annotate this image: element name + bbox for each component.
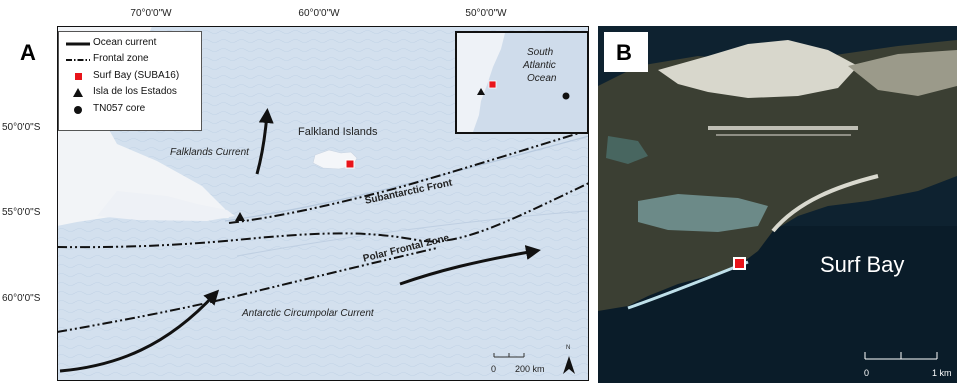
inset-ocean-label-3: Ocean: [527, 73, 557, 84]
inset-triangle-marker: [477, 88, 485, 95]
inset-core-marker: [562, 92, 570, 100]
inset-south-america: [457, 33, 505, 132]
panel-b-satellite: B Surf Bay 0 1 km: [598, 26, 957, 383]
lon-tick-70w: 70°0'0"W: [130, 8, 172, 19]
scale-a-zero: 0: [491, 364, 497, 374]
acc-label: Antarctic Circumpolar Current: [242, 308, 374, 319]
lat-tick-50s: 50°0'0"S: [2, 122, 41, 133]
ocean-current-symbol-icon: [66, 42, 90, 46]
surf-bay-label: Surf Bay: [820, 252, 905, 277]
scale-bar-a: [493, 353, 525, 358]
acc-arrow-east: [399, 245, 541, 286]
tierra-del-fuego: [97, 191, 235, 221]
subantarctic-front-line: [228, 129, 589, 224]
lower-frontal-line: [57, 247, 438, 333]
island-land: [598, 40, 957, 311]
lagoon: [638, 194, 768, 232]
scale-b-zero: 0: [864, 368, 870, 378]
acc-arrow-southwest: [59, 289, 220, 373]
legend: Ocean current Frontal zone Surf Bay (SUB…: [58, 31, 202, 131]
falklands-current-arrow: [255, 108, 274, 175]
lat-tick-55s: 55°0'0"S: [2, 207, 41, 218]
panel-b-letter: B: [616, 40, 632, 65]
scale-b-max: 1 km: [932, 368, 952, 378]
panel-a-letter: A: [20, 40, 36, 65]
inset-ocean-label-1: South: [527, 47, 554, 58]
falklands-current-label: Falklands Current: [170, 147, 249, 158]
scale-bar-b: [864, 352, 938, 360]
panel-a: 70°0'0"W 60°0'0"W 50°0'0"W 50°0'0"S 55°0…: [2, 8, 589, 381]
circle-icon: [74, 106, 82, 114]
lon-tick-50w: 50°0'0"W: [465, 8, 507, 19]
triangle-icon: [73, 88, 83, 97]
panel-b-surf-bay-marker: [733, 257, 746, 270]
red-square-icon: [75, 73, 82, 80]
inset-surf-bay-marker: [488, 80, 497, 89]
panel-b-letter-box: B: [604, 32, 648, 72]
polar-frontal-zone-line: [57, 182, 589, 249]
frontal-zone-symbol-icon: [66, 59, 90, 61]
inset-ocean-label-2: Atlantic: [523, 60, 556, 71]
north-arrow-icon: [563, 356, 575, 374]
dunes-north: [658, 40, 858, 98]
lon-tick-60w: 60°0'0"W: [298, 8, 340, 19]
inset-map: South Atlantic Ocean: [455, 31, 589, 134]
falkland-islands-label: Falkland Islands: [298, 126, 378, 138]
north-label: N: [566, 345, 571, 351]
runway: [708, 126, 858, 130]
surf-bay-marker: [345, 159, 355, 169]
scale-a-max: 200 km: [515, 364, 545, 374]
isla-de-los-estados-marker: [235, 212, 245, 221]
lat-tick-60s: 60°0'0"S: [2, 293, 41, 304]
